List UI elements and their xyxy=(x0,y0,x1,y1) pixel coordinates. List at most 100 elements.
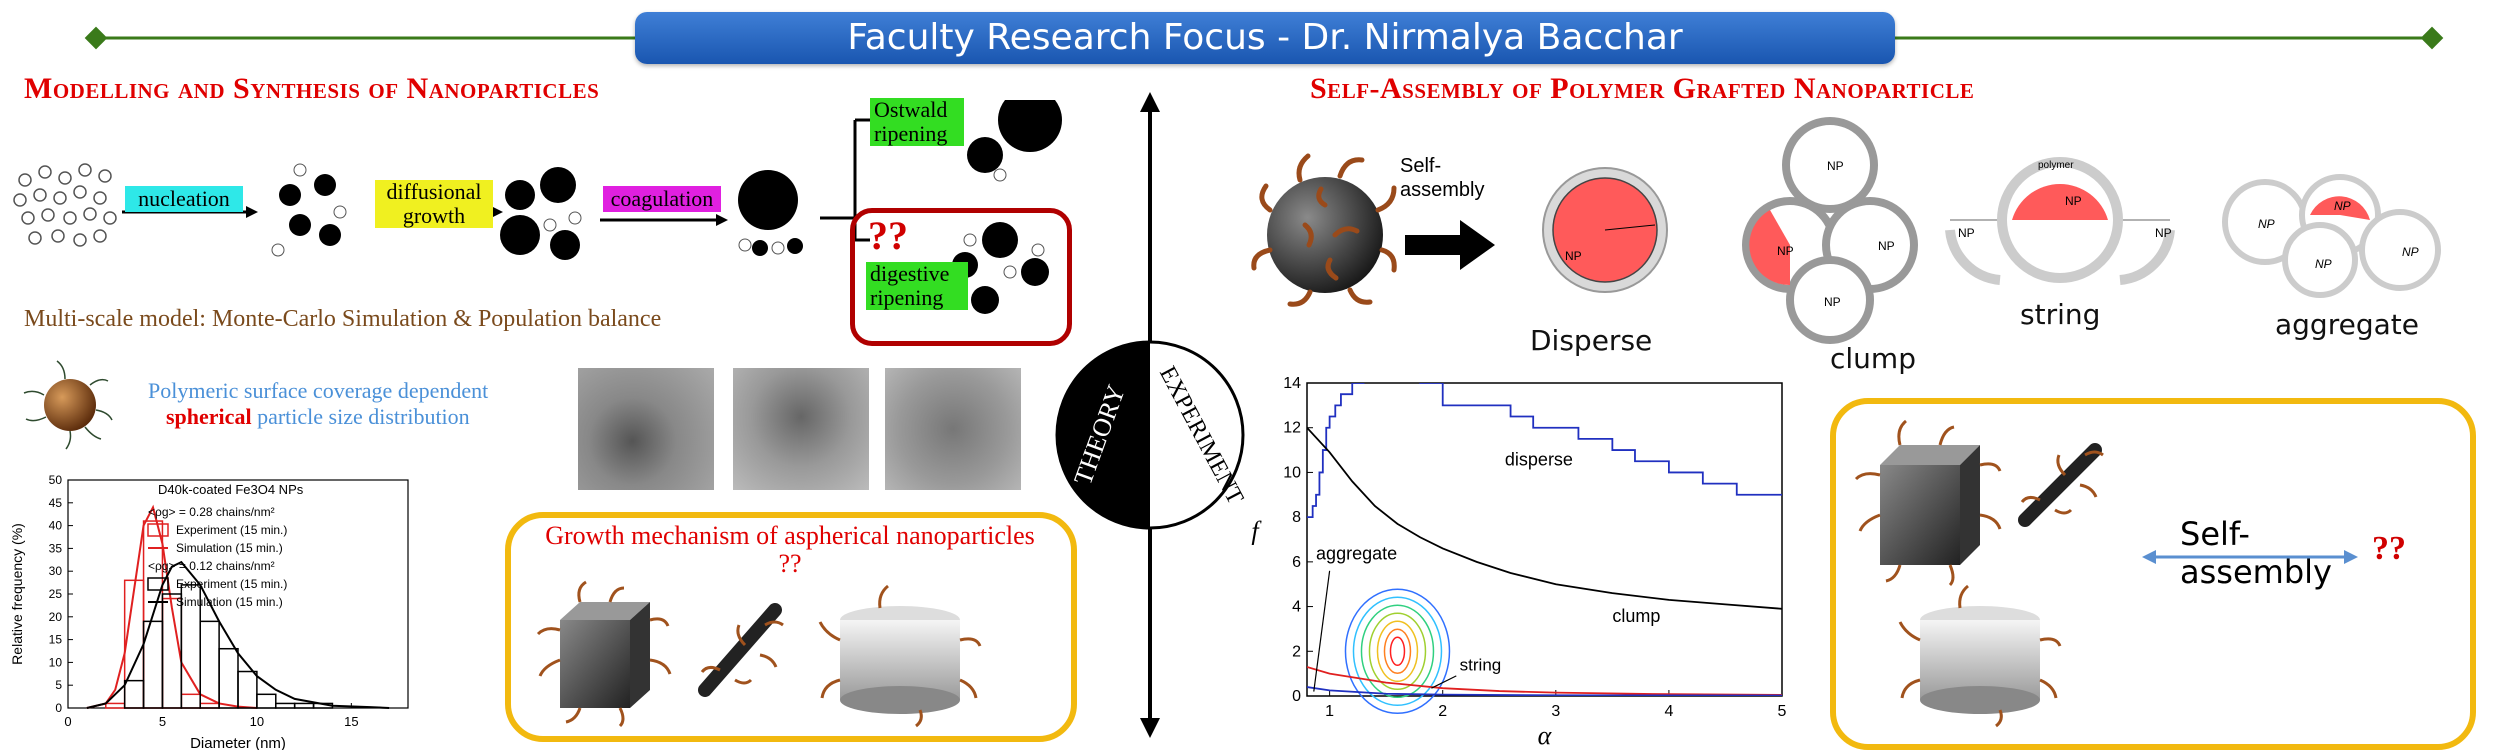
np-label: NP xyxy=(1824,295,1841,309)
y-tick-label: 50 xyxy=(49,473,63,487)
box-self-assembly-label: Self- assembly xyxy=(2180,515,2332,591)
y-tick-label: 25 xyxy=(49,587,63,601)
np-label: NP xyxy=(2315,257,2332,271)
contour-ring xyxy=(1376,620,1419,683)
disperse-diagram: NP xyxy=(1542,167,1668,293)
y-tick-label: 6 xyxy=(1292,554,1301,571)
morph-disperse: Disperse xyxy=(1530,324,1653,357)
left-section-title: Modelling and Synthesis of Nanoparticles xyxy=(24,72,600,105)
cube-particle-icon xyxy=(536,580,672,728)
diamond-left-icon xyxy=(84,26,108,50)
string-pointer xyxy=(1431,675,1457,689)
right-section-title: Self-Assembly of Polymer Grafted Nanopar… xyxy=(1310,72,1975,105)
histogram-bar xyxy=(105,702,126,709)
x-tick-label: 5 xyxy=(1778,703,1787,720)
cube-particle-icon xyxy=(1854,419,2002,587)
tem-image-3 xyxy=(885,368,1021,490)
coverage-text-2: spherical particle size distribution xyxy=(166,404,470,430)
self-assembly-question-box xyxy=(1830,398,2476,750)
growth-mechanism-text: Growth mechanism of aspherical nanoparti… xyxy=(545,521,1035,578)
np-label: NP xyxy=(1777,244,1794,258)
np-label: NP xyxy=(2258,217,2275,231)
psd-title: D40k-coated Fe3O4 NPs xyxy=(158,482,304,497)
digestive-ripening-label: digestive ripening xyxy=(866,262,968,310)
legend-entry: Experiment (15 min.) xyxy=(176,523,287,537)
rod-particle-icon xyxy=(698,603,784,697)
arrow-right-icon xyxy=(2344,550,2358,564)
clump-diagram: NP NP NP NP xyxy=(1742,117,1918,344)
histogram-bar xyxy=(256,693,277,709)
np-label: NP xyxy=(1565,249,1582,263)
phase-boundary xyxy=(1307,686,1782,696)
phase-xlabel: α xyxy=(1538,721,1553,750)
y-tick-label: 14 xyxy=(1283,375,1301,392)
y-tick-label: 2 xyxy=(1292,643,1301,660)
psd-xlabel: Diameter (nm) xyxy=(190,735,286,750)
x-tick-label: 5 xyxy=(159,714,166,729)
aggregate-pointer xyxy=(1313,570,1331,692)
np-label: NP xyxy=(1878,239,1895,253)
self-assembly-scheme: NP NP NP NP NP polymer NP NP NP NP NP NP… xyxy=(1251,117,2441,344)
region-string: string xyxy=(1460,655,1502,674)
y-tick-label: 30 xyxy=(49,564,63,578)
y-tick-label: 0 xyxy=(55,701,62,715)
y-tick-label: 4 xyxy=(1292,599,1301,616)
simulation-curve xyxy=(86,504,257,709)
phase-boundary xyxy=(1307,383,1782,519)
step-coagulation: coagulation xyxy=(603,186,721,212)
tem-image-1 xyxy=(578,368,714,490)
legend-entry: Simulation (15 min.) xyxy=(176,595,283,609)
polymer-label: polymer xyxy=(2038,160,2074,171)
phase-boundary xyxy=(1307,427,1782,610)
x-tick-label: 15 xyxy=(344,714,358,729)
contour-ring xyxy=(1344,588,1451,715)
tem-image-2 xyxy=(733,368,869,490)
y-tick-label: 10 xyxy=(49,655,63,669)
np-label: NP xyxy=(2334,199,2351,213)
y-tick-label: 45 xyxy=(49,496,63,510)
legend-entry: <ρg> = 0.28 chains/nm² xyxy=(148,505,275,519)
page-title: Faculty Research Focus - Dr. Nirmalya Ba… xyxy=(635,12,1895,64)
theory-experiment-badge: THEORY EXPERIMENT xyxy=(1055,340,1248,530)
coverage-spherical: spherical xyxy=(166,404,252,429)
phase-ylabel: f xyxy=(1251,517,1262,546)
aspherical-assembly-scheme xyxy=(1854,419,2358,728)
contour-ring xyxy=(1389,636,1406,667)
morph-string: string xyxy=(2020,298,2101,331)
y-tick-label: 10 xyxy=(1283,464,1301,481)
box-question-marks: ?? xyxy=(2372,530,2406,567)
arrow-up-icon xyxy=(1140,92,1160,112)
coverage-text-1: Polymeric surface coverage dependent xyxy=(148,378,489,403)
phase-boundary xyxy=(1307,666,1782,696)
histogram-bar xyxy=(293,702,315,709)
simulation-curve xyxy=(86,560,390,709)
coverage-psd: particle size distribution xyxy=(257,404,470,429)
step-nucleation: nucleation xyxy=(125,186,243,212)
histogram-bar xyxy=(123,579,145,709)
np-label: NP xyxy=(1958,226,1975,240)
legend-swatch xyxy=(147,523,169,537)
legend-entry: Experiment (15 min.) xyxy=(176,577,287,591)
arrow-left-icon xyxy=(2142,550,2156,564)
diamond-right-icon xyxy=(2420,26,2444,50)
y-tick-label: 20 xyxy=(49,610,63,624)
contour-ring xyxy=(1368,612,1427,691)
contour-ring xyxy=(1352,596,1443,707)
arrow-down-icon xyxy=(1140,718,1160,738)
step-diffusional-growth: diffusional growth xyxy=(375,180,493,228)
y-tick-label: 0 xyxy=(1292,688,1301,705)
np-label: NP xyxy=(2402,245,2419,259)
histogram-bar xyxy=(180,693,201,709)
morph-aggregate: aggregate xyxy=(2275,308,2419,341)
histogram-bar xyxy=(218,647,239,709)
y-tick-label: 15 xyxy=(49,633,63,647)
growth-mechanism-box xyxy=(505,512,1077,742)
cylinder-particle-icon xyxy=(818,584,982,728)
histogram-bar xyxy=(237,670,258,709)
aspherical-particles xyxy=(536,580,982,728)
rod-particle-icon xyxy=(2018,443,2104,527)
multiscale-text: Multi-scale model: Monte-Carlo Simulatio… xyxy=(24,306,662,332)
x-tick-label: 4 xyxy=(1664,703,1673,720)
histogram-bar xyxy=(275,702,296,709)
